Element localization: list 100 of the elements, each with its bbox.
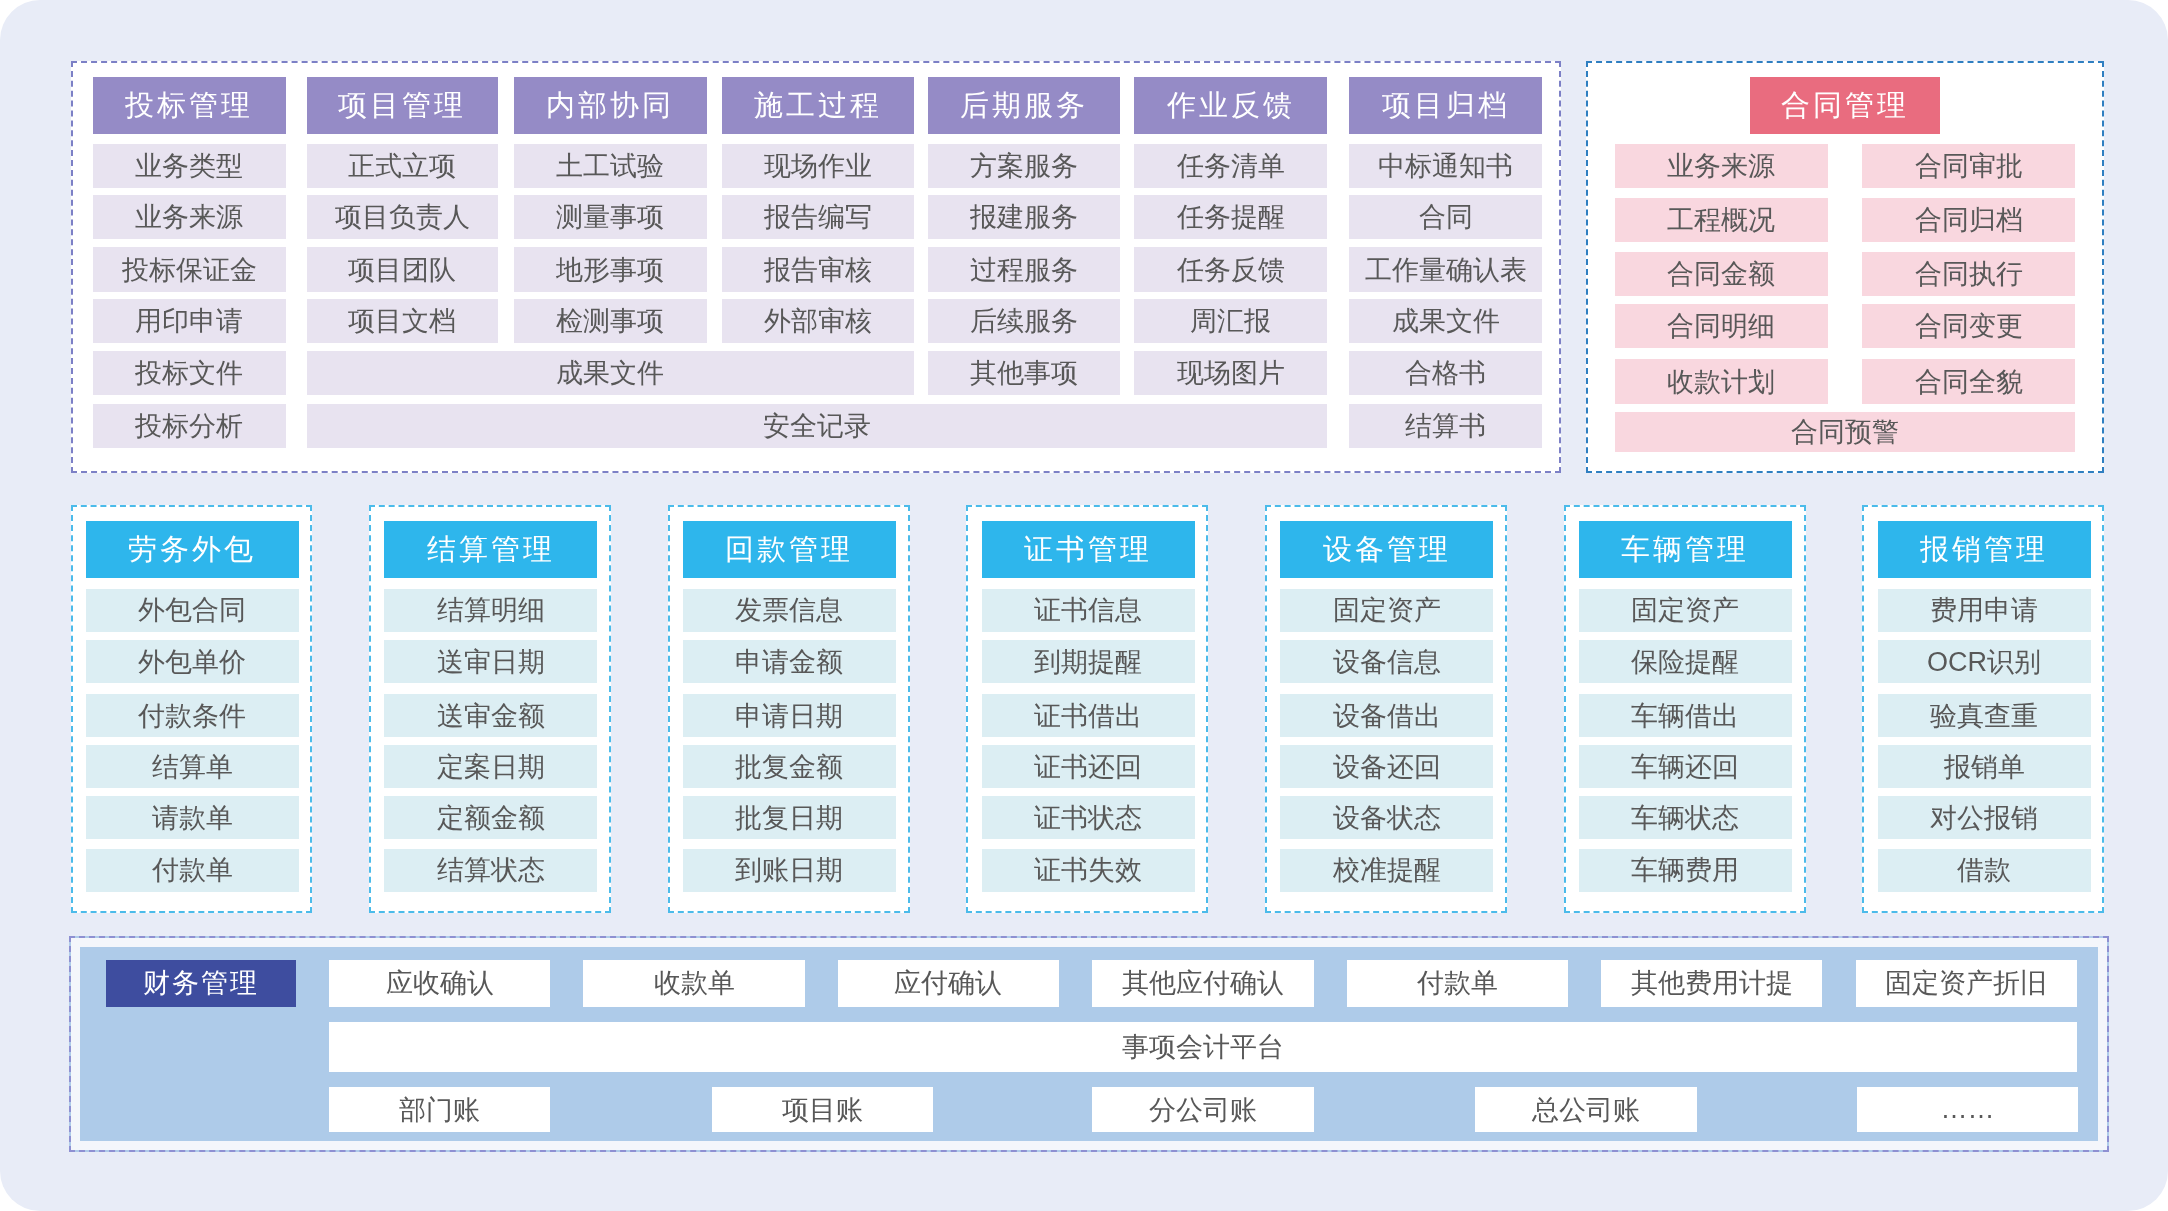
feature-tile: 土工试验 <box>514 143 707 188</box>
feature-tile: 应付确认 <box>837 959 1060 1007</box>
feature-tile: 投标保证金 <box>92 247 287 292</box>
feature-tile: 送审日期 <box>384 640 598 683</box>
feature-tile: 对公报销 <box>1877 796 2091 840</box>
feature-tile: 批复日期 <box>683 796 896 840</box>
feature-tile: 收款单 <box>583 959 805 1007</box>
feature-tile: 地形事项 <box>514 247 707 292</box>
module-panel <box>1265 504 1508 913</box>
module-title-bar: 设备管理 <box>1280 521 1494 578</box>
module-title-bar: 合同管理 <box>1750 77 1940 135</box>
feature-tile: 报建服务 <box>927 194 1120 240</box>
feature-tile: 中标通知书 <box>1349 143 1542 188</box>
feature-tile: 设备还回 <box>1280 745 1494 789</box>
feature-tile: OCR识别 <box>1877 640 2091 683</box>
feature-tile: 周汇报 <box>1133 298 1328 343</box>
feature-tile: 合同 <box>1349 194 1542 240</box>
feature-tile: 正式立项 <box>306 143 498 188</box>
feature-tile: 投标文件 <box>92 351 287 396</box>
feature-tile: 方案服务 <box>927 143 1120 188</box>
module-title-bar: 施工过程 <box>721 77 914 135</box>
feature-tile: 其他费用计提 <box>1601 959 1823 1007</box>
feature-tile: 部门账 <box>329 1086 551 1133</box>
feature-tile: 收款计划 <box>1614 359 1828 404</box>
feature-tile: 合格书 <box>1349 351 1542 396</box>
feature-tile: 到账日期 <box>683 848 896 892</box>
module-title-bar: 证书管理 <box>981 521 1195 578</box>
feature-tile: 事项会计平台 <box>329 1021 2077 1072</box>
feature-tile: 合同审批 <box>1862 143 2076 188</box>
feature-tile: 项目账 <box>712 1086 934 1133</box>
module-title-bar: 车辆管理 <box>1578 521 1792 578</box>
feature-tile: 付款条件 <box>85 694 299 737</box>
feature-tile: 检测事项 <box>514 298 707 343</box>
feature-tile: 证书还回 <box>981 745 1195 789</box>
module-title-bar: 结算管理 <box>384 521 598 578</box>
module-panel <box>1563 504 1806 913</box>
feature-tile: 报告审核 <box>721 247 914 292</box>
feature-tile: 送审金额 <box>384 694 598 737</box>
feature-tile: 证书状态 <box>981 796 1195 840</box>
feature-tile: 后续服务 <box>927 298 1120 343</box>
feature-tile: 申请金额 <box>683 640 896 683</box>
module-panel <box>1862 504 2105 913</box>
feature-tile: 测量事项 <box>514 194 707 240</box>
feature-tile: 现场作业 <box>721 143 914 188</box>
feature-tile: 付款单 <box>1346 959 1568 1007</box>
feature-tile: 安全记录 <box>306 403 1328 448</box>
module-title-bar: 财务管理 <box>106 959 296 1007</box>
feature-tile: 设备信息 <box>1280 640 1494 683</box>
feature-tile: 定案日期 <box>384 745 598 789</box>
feature-tile: 批复金额 <box>683 745 896 789</box>
feature-tile: 结算状态 <box>384 848 598 892</box>
feature-tile: 分公司账 <box>1092 1086 1314 1133</box>
module-panel <box>966 504 1209 913</box>
module-title-bar: 投标管理 <box>92 77 287 135</box>
feature-tile: 验真查重 <box>1877 694 2091 737</box>
feature-tile: 固定资产折旧 <box>1855 959 2077 1007</box>
feature-tile: 其他应付确认 <box>1092 959 1314 1007</box>
feature-tile: 合同明细 <box>1614 304 1828 349</box>
feature-tile: 报告编写 <box>721 194 914 240</box>
feature-tile: 合同预警 <box>1614 412 2076 453</box>
feature-tile: 车辆状态 <box>1578 796 1792 840</box>
feature-tile: 保险提醒 <box>1578 640 1792 683</box>
feature-tile: 请款单 <box>85 796 299 840</box>
module-panel <box>70 504 313 913</box>
feature-tile: 结算明细 <box>384 589 598 632</box>
feature-tile: 过程服务 <box>927 247 1120 292</box>
feature-tile: 投标分析 <box>92 403 287 448</box>
feature-tile: 成果文件 <box>1349 298 1542 343</box>
module-title-bar: 内部协同 <box>514 77 707 135</box>
feature-tile: 业务类型 <box>92 143 287 188</box>
feature-tile: 证书失效 <box>981 848 1195 892</box>
module-panel <box>369 504 612 913</box>
feature-tile: 申请日期 <box>683 694 896 737</box>
feature-tile: 定额金额 <box>384 796 598 840</box>
feature-tile: 车辆借出 <box>1578 694 1792 737</box>
feature-tile: 结算书 <box>1349 403 1542 448</box>
feature-tile: 设备状态 <box>1280 796 1494 840</box>
feature-tile: 发票信息 <box>683 589 896 632</box>
module-title-bar: 项目管理 <box>306 77 498 135</box>
feature-tile: 合同执行 <box>1862 251 2076 296</box>
feature-tile: 其他事项 <box>927 351 1120 396</box>
feature-tile: 用印申请 <box>92 298 287 343</box>
feature-tile: 工作量确认表 <box>1349 247 1542 292</box>
feature-tile: 项目团队 <box>306 247 498 292</box>
feature-tile: 证书借出 <box>981 694 1195 737</box>
feature-tile: 校准提醒 <box>1280 848 1494 892</box>
feature-tile: 外包合同 <box>85 589 299 632</box>
feature-tile: 工程概况 <box>1614 197 1828 242</box>
feature-tile: 车辆费用 <box>1578 848 1792 892</box>
feature-tile: 任务反馈 <box>1133 247 1328 292</box>
feature-tile: 报销单 <box>1877 745 2091 789</box>
module-title-bar: 报销管理 <box>1877 521 2091 578</box>
feature-tile: 项目文档 <box>306 298 498 343</box>
module-title-bar: 项目归档 <box>1349 77 1542 135</box>
module-title-bar: 作业反馈 <box>1133 77 1328 135</box>
feature-tile: 项目负责人 <box>306 194 498 240</box>
feature-tile: 业务来源 <box>1614 143 1828 188</box>
feature-tile: 合同金额 <box>1614 251 1828 296</box>
feature-tile: 到期提醒 <box>981 640 1195 683</box>
feature-tile: 结算单 <box>85 745 299 789</box>
